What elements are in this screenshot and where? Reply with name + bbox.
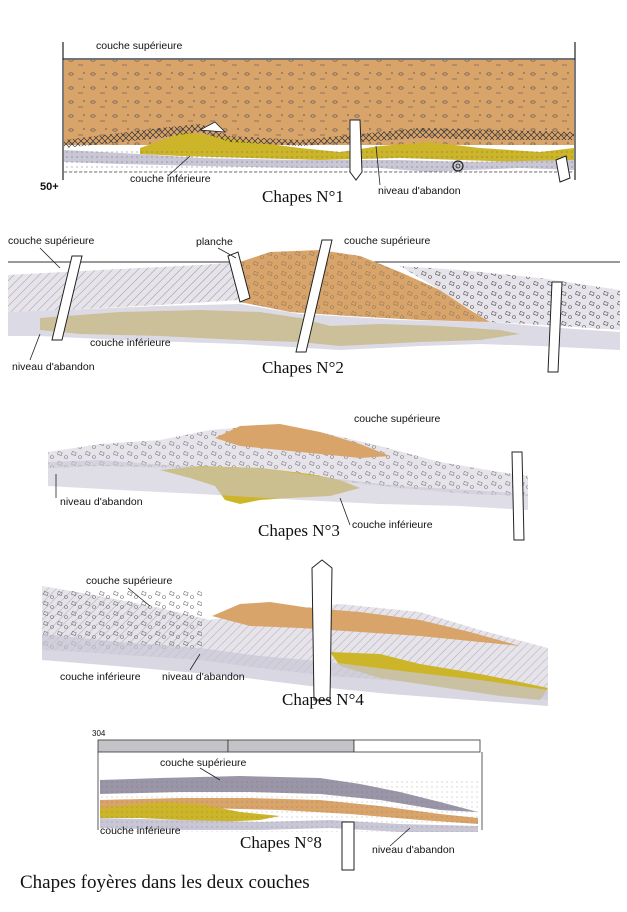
panel2-plank-label: planche	[196, 236, 233, 248]
panel2-title: Chapes N°2	[262, 358, 344, 377]
panel4-upper-label: couche supérieure	[86, 575, 173, 587]
panel8-scale-bar-1	[97, 739, 229, 753]
panel2-upper-left-label: couche supérieure	[8, 235, 95, 247]
panel8-lower-label: couche inférieure	[100, 825, 181, 837]
panel4-stake	[311, 559, 333, 701]
panel8-scale-bar-3	[353, 739, 481, 753]
panel1-scale-label: 50+	[40, 181, 59, 193]
panel-chapes-4: couche supérieure couche inférieure nive…	[42, 559, 548, 709]
panel2-abandon-label: niveau d'abandon	[12, 361, 95, 373]
panel2-plank	[227, 251, 251, 303]
panel8-post	[341, 821, 355, 871]
panel1-title: Chapes N°1	[262, 187, 344, 206]
panel2-upper-right-label: couche supérieure	[344, 235, 431, 247]
panel2-stake-right	[547, 281, 563, 373]
panel4-lower-label: couche inférieure	[60, 671, 141, 683]
panel4-abandon-level	[42, 634, 548, 706]
panel1-stake-right	[555, 155, 571, 183]
figure-caption: Chapes foyères dans les deux couches	[20, 872, 310, 893]
panel1-upper-label: couche supérieure	[96, 40, 183, 52]
panel2-abandon-level	[8, 304, 620, 350]
panel3-abandon-level	[48, 460, 528, 510]
panel4-title: Chapes N°4	[282, 690, 364, 709]
panel2-stake-left	[51, 255, 83, 341]
panel3-upper-layer	[215, 424, 390, 458]
panel8-abandon-label: niveau d'abandon	[372, 844, 455, 856]
panel2-lower-label: couche inférieure	[90, 337, 171, 349]
panel-chapes-1: couche supérieure couche inférieure nive…	[40, 40, 576, 206]
panel1-frame	[62, 42, 576, 180]
panel1-abandon-label: niveau d'abandon	[378, 185, 461, 197]
panel1-crosshatch-band	[64, 124, 574, 148]
panel-chapes-2: couche supérieure planche couche supérie…	[8, 235, 620, 377]
panel1-stone	[452, 160, 464, 172]
panel4-abandon-label: niveau d'abandon	[162, 671, 245, 683]
panel1-lower-label: couche inférieure	[130, 173, 211, 185]
panel3-upper-label: couche supérieure	[354, 413, 441, 425]
panel-chapes-3: couche supérieure niveau d'abandon couch…	[48, 413, 528, 541]
panel3-stake	[511, 451, 525, 541]
panel8-title: Chapes N°8	[240, 833, 322, 852]
panel8-frame	[97, 752, 483, 830]
panel3-lower-label: couche inférieure	[352, 519, 433, 531]
panel8-upper-label: couche supérieure	[160, 757, 247, 769]
panel3-title: Chapes N°3	[258, 521, 340, 540]
panel-chapes-8: 304 couche supérieure couche inférieure …	[92, 729, 483, 871]
panel2-stake-center	[295, 239, 333, 353]
panel3-abandon-label: niveau d'abandon	[60, 496, 143, 508]
panel4-upper-layer	[212, 602, 520, 646]
panel8-scale-label: 304	[92, 729, 106, 738]
panel1-stake	[349, 119, 363, 181]
panel8-scale-bar-2	[227, 739, 355, 753]
